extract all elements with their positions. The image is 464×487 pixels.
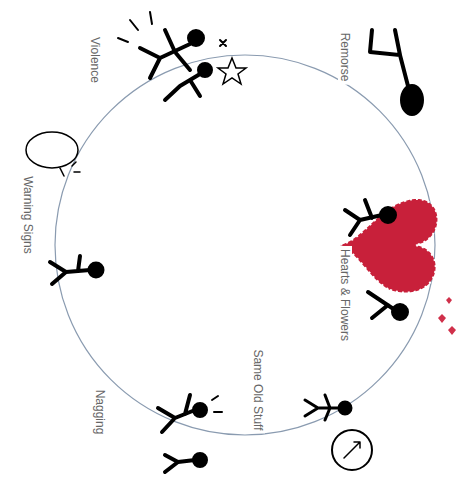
nagging-figures [158,395,222,472]
stage-label: Hearts & Flowers [338,246,352,344]
clock-symbol [305,395,372,470]
couple-figures [345,200,407,319]
heart-symbol [340,199,456,335]
stage-label: Same Old Stuff [251,346,265,433]
violence-figures [118,12,246,100]
stage-label: Remorse [338,30,352,85]
remorse-figure [370,30,422,114]
stage-label: Nagging [93,387,107,438]
stage-label: Warning Signs [21,173,35,257]
stage-label: Violence [88,34,102,86]
warning-figure [26,132,103,284]
